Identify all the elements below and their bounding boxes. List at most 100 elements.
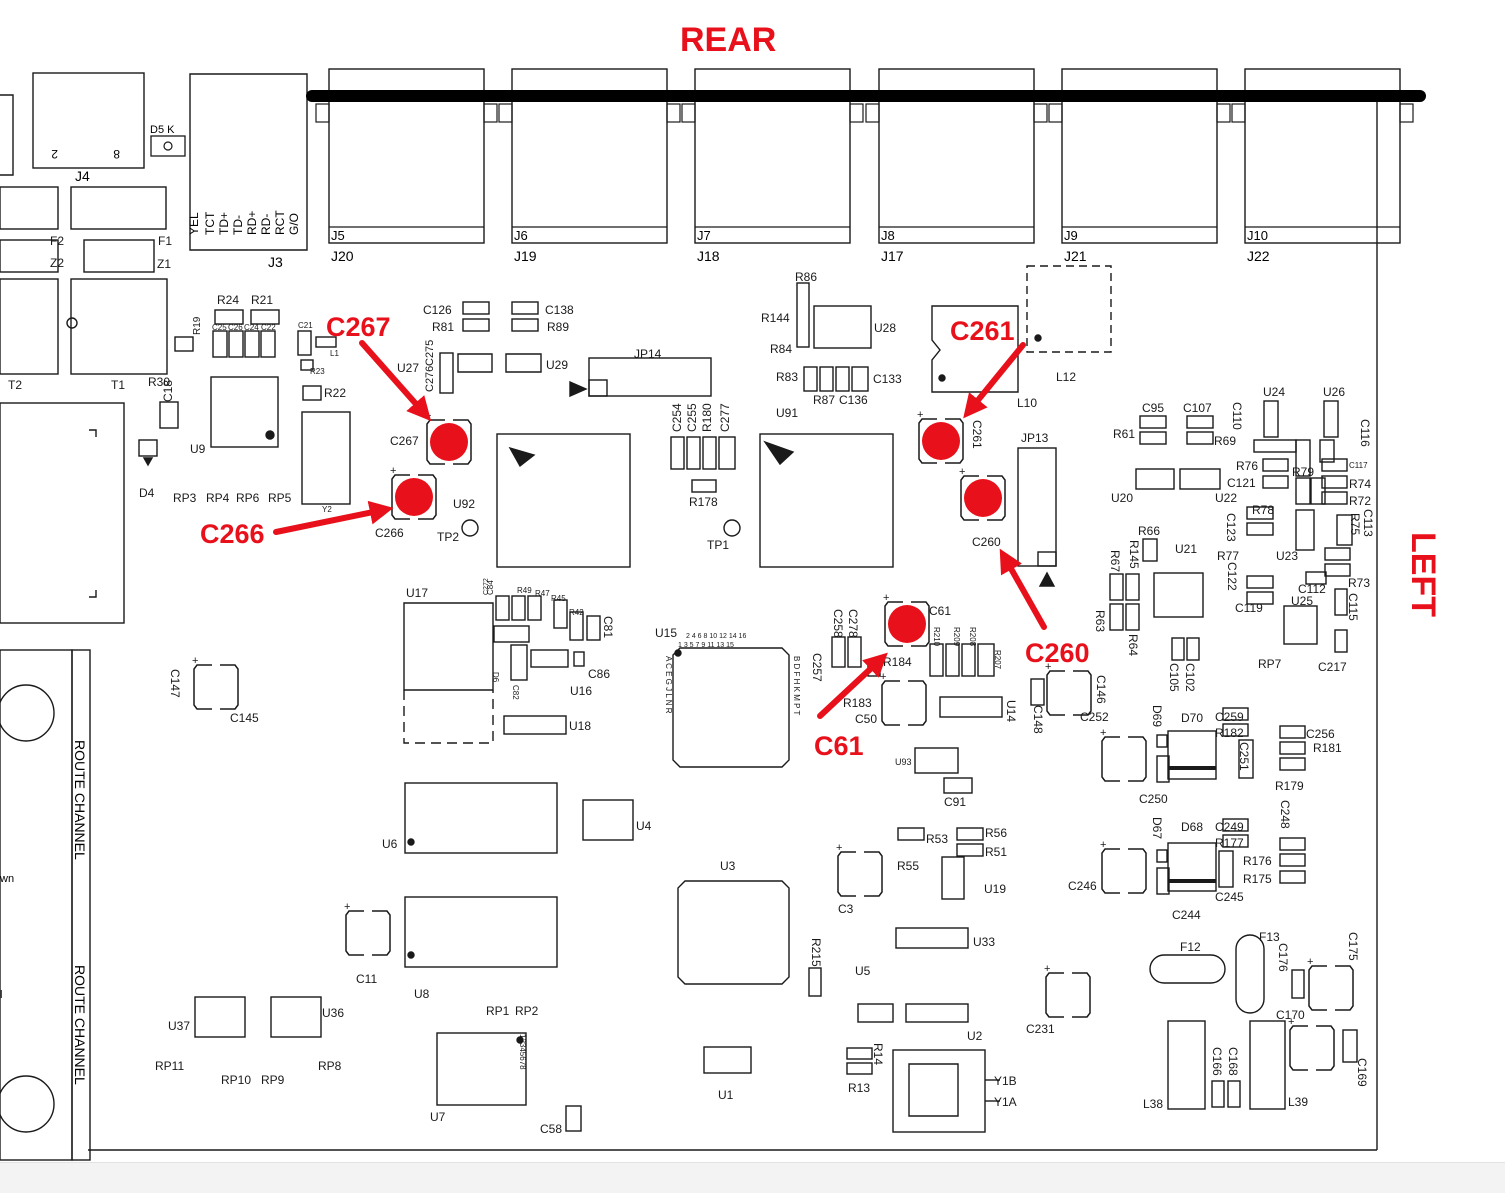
silk-label: U21	[1175, 542, 1197, 556]
silk-label: C275	[424, 340, 436, 366]
silk-label: C112	[1298, 582, 1326, 596]
j3-pin-label: TCT	[203, 211, 217, 235]
silk-label: R215	[809, 938, 823, 967]
silk-label: U29	[546, 358, 568, 372]
capacitor-outline: +	[1288, 1016, 1335, 1071]
j3-pin-label: RD-	[259, 214, 273, 235]
silk-label: U5	[855, 964, 871, 978]
silk-label: JP14	[634, 347, 662, 361]
window-bottom-strip	[0, 1162, 1505, 1193]
j4-label: J4	[75, 168, 90, 184]
arrow-c61	[817, 652, 888, 719]
j3-pin-label: YEL	[187, 212, 201, 235]
silk-label: R14	[871, 1043, 885, 1065]
silk-label: C91	[944, 795, 966, 809]
callout-label-c261: C261	[950, 316, 1015, 346]
silk-label: C26	[228, 323, 243, 332]
silk-label: C24	[244, 323, 259, 332]
arrow-c266	[273, 500, 394, 535]
silk-label: C257	[810, 653, 824, 682]
svg-text:+: +	[1307, 956, 1313, 968]
svg-text:+: +	[1100, 727, 1106, 739]
callout-label-c266: C266	[200, 519, 265, 549]
silk-label: R24	[217, 293, 239, 307]
callout-dot-c267	[430, 423, 468, 461]
silk-label: R61	[1113, 427, 1135, 441]
silk-label: C272	[483, 578, 490, 595]
silk-label: C175	[1346, 932, 1360, 961]
silk-label: R178	[689, 495, 718, 509]
silk-label: R182	[1215, 726, 1244, 740]
silk-label: C249	[1215, 820, 1244, 834]
silk-label: R64	[1126, 634, 1140, 656]
silk-label: U6	[382, 837, 398, 851]
capacitor-outline: +	[917, 409, 964, 464]
silk-label: RP3	[173, 491, 197, 505]
lower-left-parts	[194, 595, 752, 1132]
silk-label: C107	[1183, 401, 1212, 415]
silk-label: F12	[1180, 940, 1201, 954]
silk-label: C105	[1167, 663, 1181, 692]
cut-text-2: l	[0, 989, 2, 1001]
silk-label: C278	[846, 609, 860, 638]
j3-pin-label: TD-	[231, 215, 245, 235]
silk-label: U4	[636, 819, 652, 833]
silk-label: C3	[838, 902, 854, 916]
silk-label: U2	[967, 1029, 983, 1043]
silk-label: C121	[1227, 476, 1256, 490]
port-label-bottom: J18	[697, 248, 720, 264]
silk-label: C50	[855, 712, 877, 726]
silk-label: R22	[324, 386, 346, 400]
port-label-bottom: J21	[1064, 248, 1087, 264]
silk-label: RP5	[268, 491, 292, 505]
silk-label: JP13	[1021, 431, 1049, 445]
silk-label: RP6	[236, 491, 260, 505]
silk-label: Y2	[322, 505, 332, 514]
port-label-bottom: J19	[514, 248, 537, 264]
silk-label: C261	[970, 420, 984, 449]
silk-label: R76	[1236, 459, 1258, 473]
silk-label: C58	[540, 1122, 562, 1136]
silk-label: R180	[700, 403, 714, 432]
silk-label: U91	[776, 406, 798, 420]
mid-right-parts	[796, 265, 1112, 587]
silk-label: RP1	[486, 1004, 510, 1018]
silk-label: C25	[212, 323, 227, 332]
silk-label: C136	[839, 393, 868, 407]
cut-text-1: wn	[0, 873, 14, 885]
silk-label: R144	[761, 311, 790, 325]
silk-label: D70	[1181, 711, 1203, 725]
silk-label: R177	[1215, 836, 1244, 850]
right-parts	[1109, 400, 1358, 1110]
silk-label: R87	[813, 393, 835, 407]
silk-label: C245	[1215, 890, 1244, 904]
svg-text:+: +	[959, 466, 965, 478]
silk-label: C231	[1026, 1022, 1055, 1036]
silk-label: C146	[1094, 675, 1108, 704]
silk-label: U17	[406, 586, 428, 600]
route-channel-label-2: ROUTE CHANNEL	[72, 965, 88, 1085]
silk-label: L39	[1288, 1095, 1308, 1109]
capacitor-outline: +	[880, 671, 927, 726]
silk-label: U28	[874, 321, 896, 335]
j4-pin-2: 2	[51, 147, 58, 161]
silk-label: U16	[570, 684, 592, 698]
capacitor-outline: +	[883, 592, 930, 647]
j3-pin-label: RCT	[273, 210, 287, 235]
svg-text:+: +	[390, 465, 396, 477]
capacitor-outline: +	[1307, 956, 1354, 1011]
silk-label: U7	[430, 1110, 446, 1124]
pin-row-label: 12345678	[518, 1034, 527, 1070]
callout-dot-c260	[964, 479, 1002, 517]
silk-label: R55	[897, 859, 919, 873]
silk-label: C176	[1276, 943, 1290, 972]
silk-label: C248	[1278, 800, 1292, 829]
capacitor-outline: +	[1045, 661, 1092, 716]
silk-label: R79	[1292, 465, 1314, 479]
port-label-top: J5	[331, 228, 345, 243]
silk-label: R183	[843, 696, 872, 710]
silk-label: R84	[770, 342, 792, 356]
